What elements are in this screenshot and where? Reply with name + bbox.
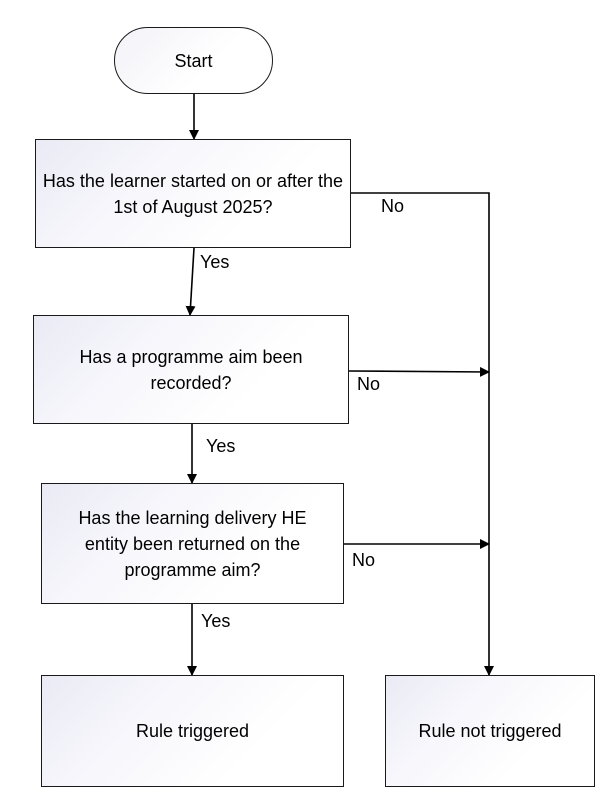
arrow-q1-yes xyxy=(185,247,196,316)
edge-label-q1-no: No xyxy=(381,196,405,216)
edge-label-q1-yes: Yes xyxy=(200,252,230,272)
edge-label-q2-yes: Yes xyxy=(206,436,236,456)
decision-he-entity-label: Has the learning delivery HE entity been… xyxy=(78,507,307,580)
outcome-rule-triggered-label: Rule triggered xyxy=(135,721,250,741)
outcome-rule-not-triggered-label: Rule not triggered xyxy=(418,721,562,741)
outcome-rule-not-triggered: Rule not triggered xyxy=(385,675,595,787)
edge-label-q2-no: No xyxy=(357,374,381,394)
decision-programme-aim-label: Has a programme aim been recorded? xyxy=(79,346,303,393)
arrow-q2-no xyxy=(348,366,490,377)
edge-label-q3-no: No xyxy=(352,550,376,570)
decision-start-date: Has the learner started on or after the … xyxy=(35,139,351,248)
edge-label-q3-yes: Yes xyxy=(201,611,231,631)
decision-start-date-label: Has the learner started on or after the … xyxy=(42,170,344,217)
outcome-rule-triggered: Rule triggered xyxy=(41,675,344,787)
arrow-q1-no xyxy=(351,192,494,676)
decision-programme-aim: Has a programme aim been recorded? xyxy=(33,315,349,424)
start-node-label: Start xyxy=(174,50,213,71)
start-node: Start xyxy=(114,27,273,94)
decision-he-entity: Has the learning delivery HE entity been… xyxy=(41,483,344,604)
